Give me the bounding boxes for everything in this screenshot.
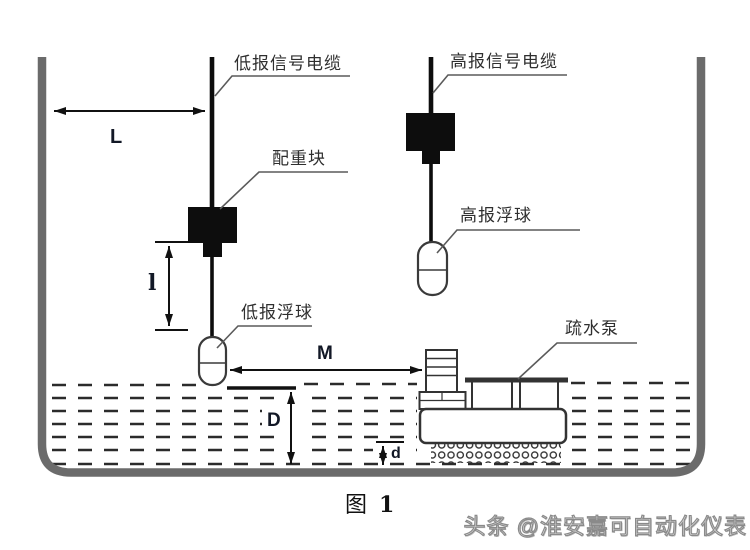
leader-high-cable <box>432 74 567 94</box>
leader-counterweight <box>219 171 348 210</box>
label-low-float: 低报浮球 <box>241 303 313 322</box>
low-counterweight <box>188 207 237 257</box>
leader-low-float <box>216 325 312 349</box>
dimension-label-l: l <box>147 270 158 296</box>
dimension-label-M: M <box>316 343 334 364</box>
dimension-label-D: D <box>266 410 282 431</box>
low-float <box>197 335 228 387</box>
tank-outline <box>37 57 706 477</box>
figure-caption-prefix: 图 <box>345 493 370 518</box>
label-high-signal-cable: 高报信号电缆 <box>450 52 558 71</box>
dimension-label-d: d <box>390 445 402 462</box>
label-drain-pump: 疏水泵 <box>565 319 619 338</box>
watermark-text: 头条 @淮安嘉可自动化仪表 <box>463 513 747 539</box>
drain-pump <box>418 349 568 463</box>
leader-high-float <box>436 229 580 254</box>
leader-low-cable <box>214 75 350 97</box>
high-counterweight <box>406 113 455 164</box>
label-high-float: 高报浮球 <box>460 206 532 225</box>
pump-nozzle <box>425 349 458 393</box>
dimension-arrows <box>54 107 422 465</box>
label-counterweight: 配重块 <box>272 149 326 168</box>
high-float <box>416 240 449 297</box>
dimension-label-L: L <box>109 126 124 148</box>
dimension-d-arrow <box>376 441 404 465</box>
label-low-signal-cable: 低报信号电缆 <box>234 54 342 73</box>
leader-pump <box>517 342 637 380</box>
pump-body <box>418 407 568 445</box>
pump-connector <box>418 391 467 410</box>
leader-lines <box>214 74 637 380</box>
dimension-l-arrow <box>155 241 188 331</box>
figure-caption-number: 1 <box>379 492 397 518</box>
pump-strainer <box>431 443 561 463</box>
pump-handle-frame <box>465 377 568 410</box>
